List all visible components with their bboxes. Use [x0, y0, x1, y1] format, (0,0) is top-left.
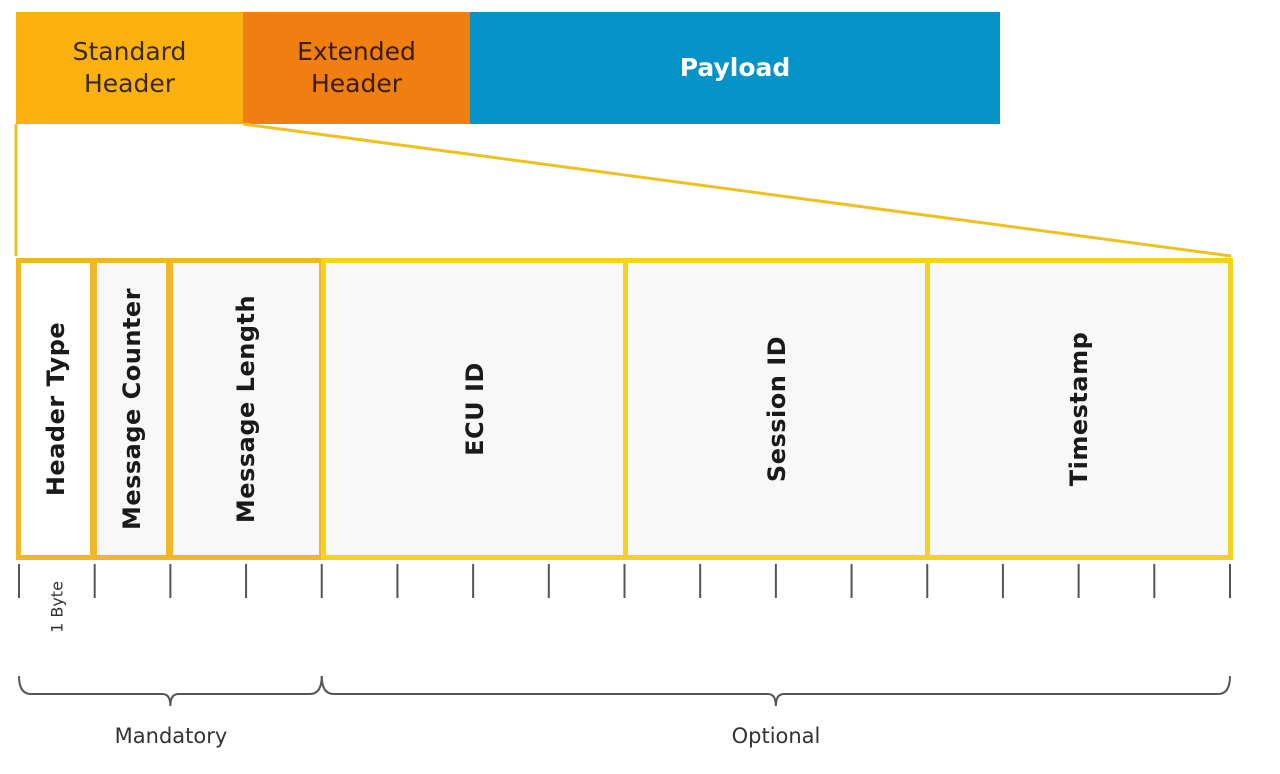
field-message-length: Message Length [168, 258, 324, 560]
payload-label: Payload [679, 53, 791, 82]
extended-header-label: Extended Header [297, 37, 416, 98]
mandatory-label: Mandatory [114, 724, 228, 748]
optional-label: Optional [731, 724, 821, 748]
mandatory-brace [18, 675, 323, 707]
extended-header-block: Extended Header [243, 12, 470, 124]
byte-unit-label: 1 Byte [47, 581, 67, 633]
payload-block: Payload [470, 12, 1000, 124]
standard-header-block: Standard Header [16, 12, 243, 124]
standard-header-label: Standard Header [72, 37, 187, 98]
field-message-counter: Message Counter [92, 258, 171, 560]
field-ecu-id: ECU ID [321, 258, 628, 560]
optional-brace [320, 675, 1231, 707]
zoom-line-right [242, 122, 1232, 258]
field-timestamp: Timestamp [925, 258, 1233, 560]
